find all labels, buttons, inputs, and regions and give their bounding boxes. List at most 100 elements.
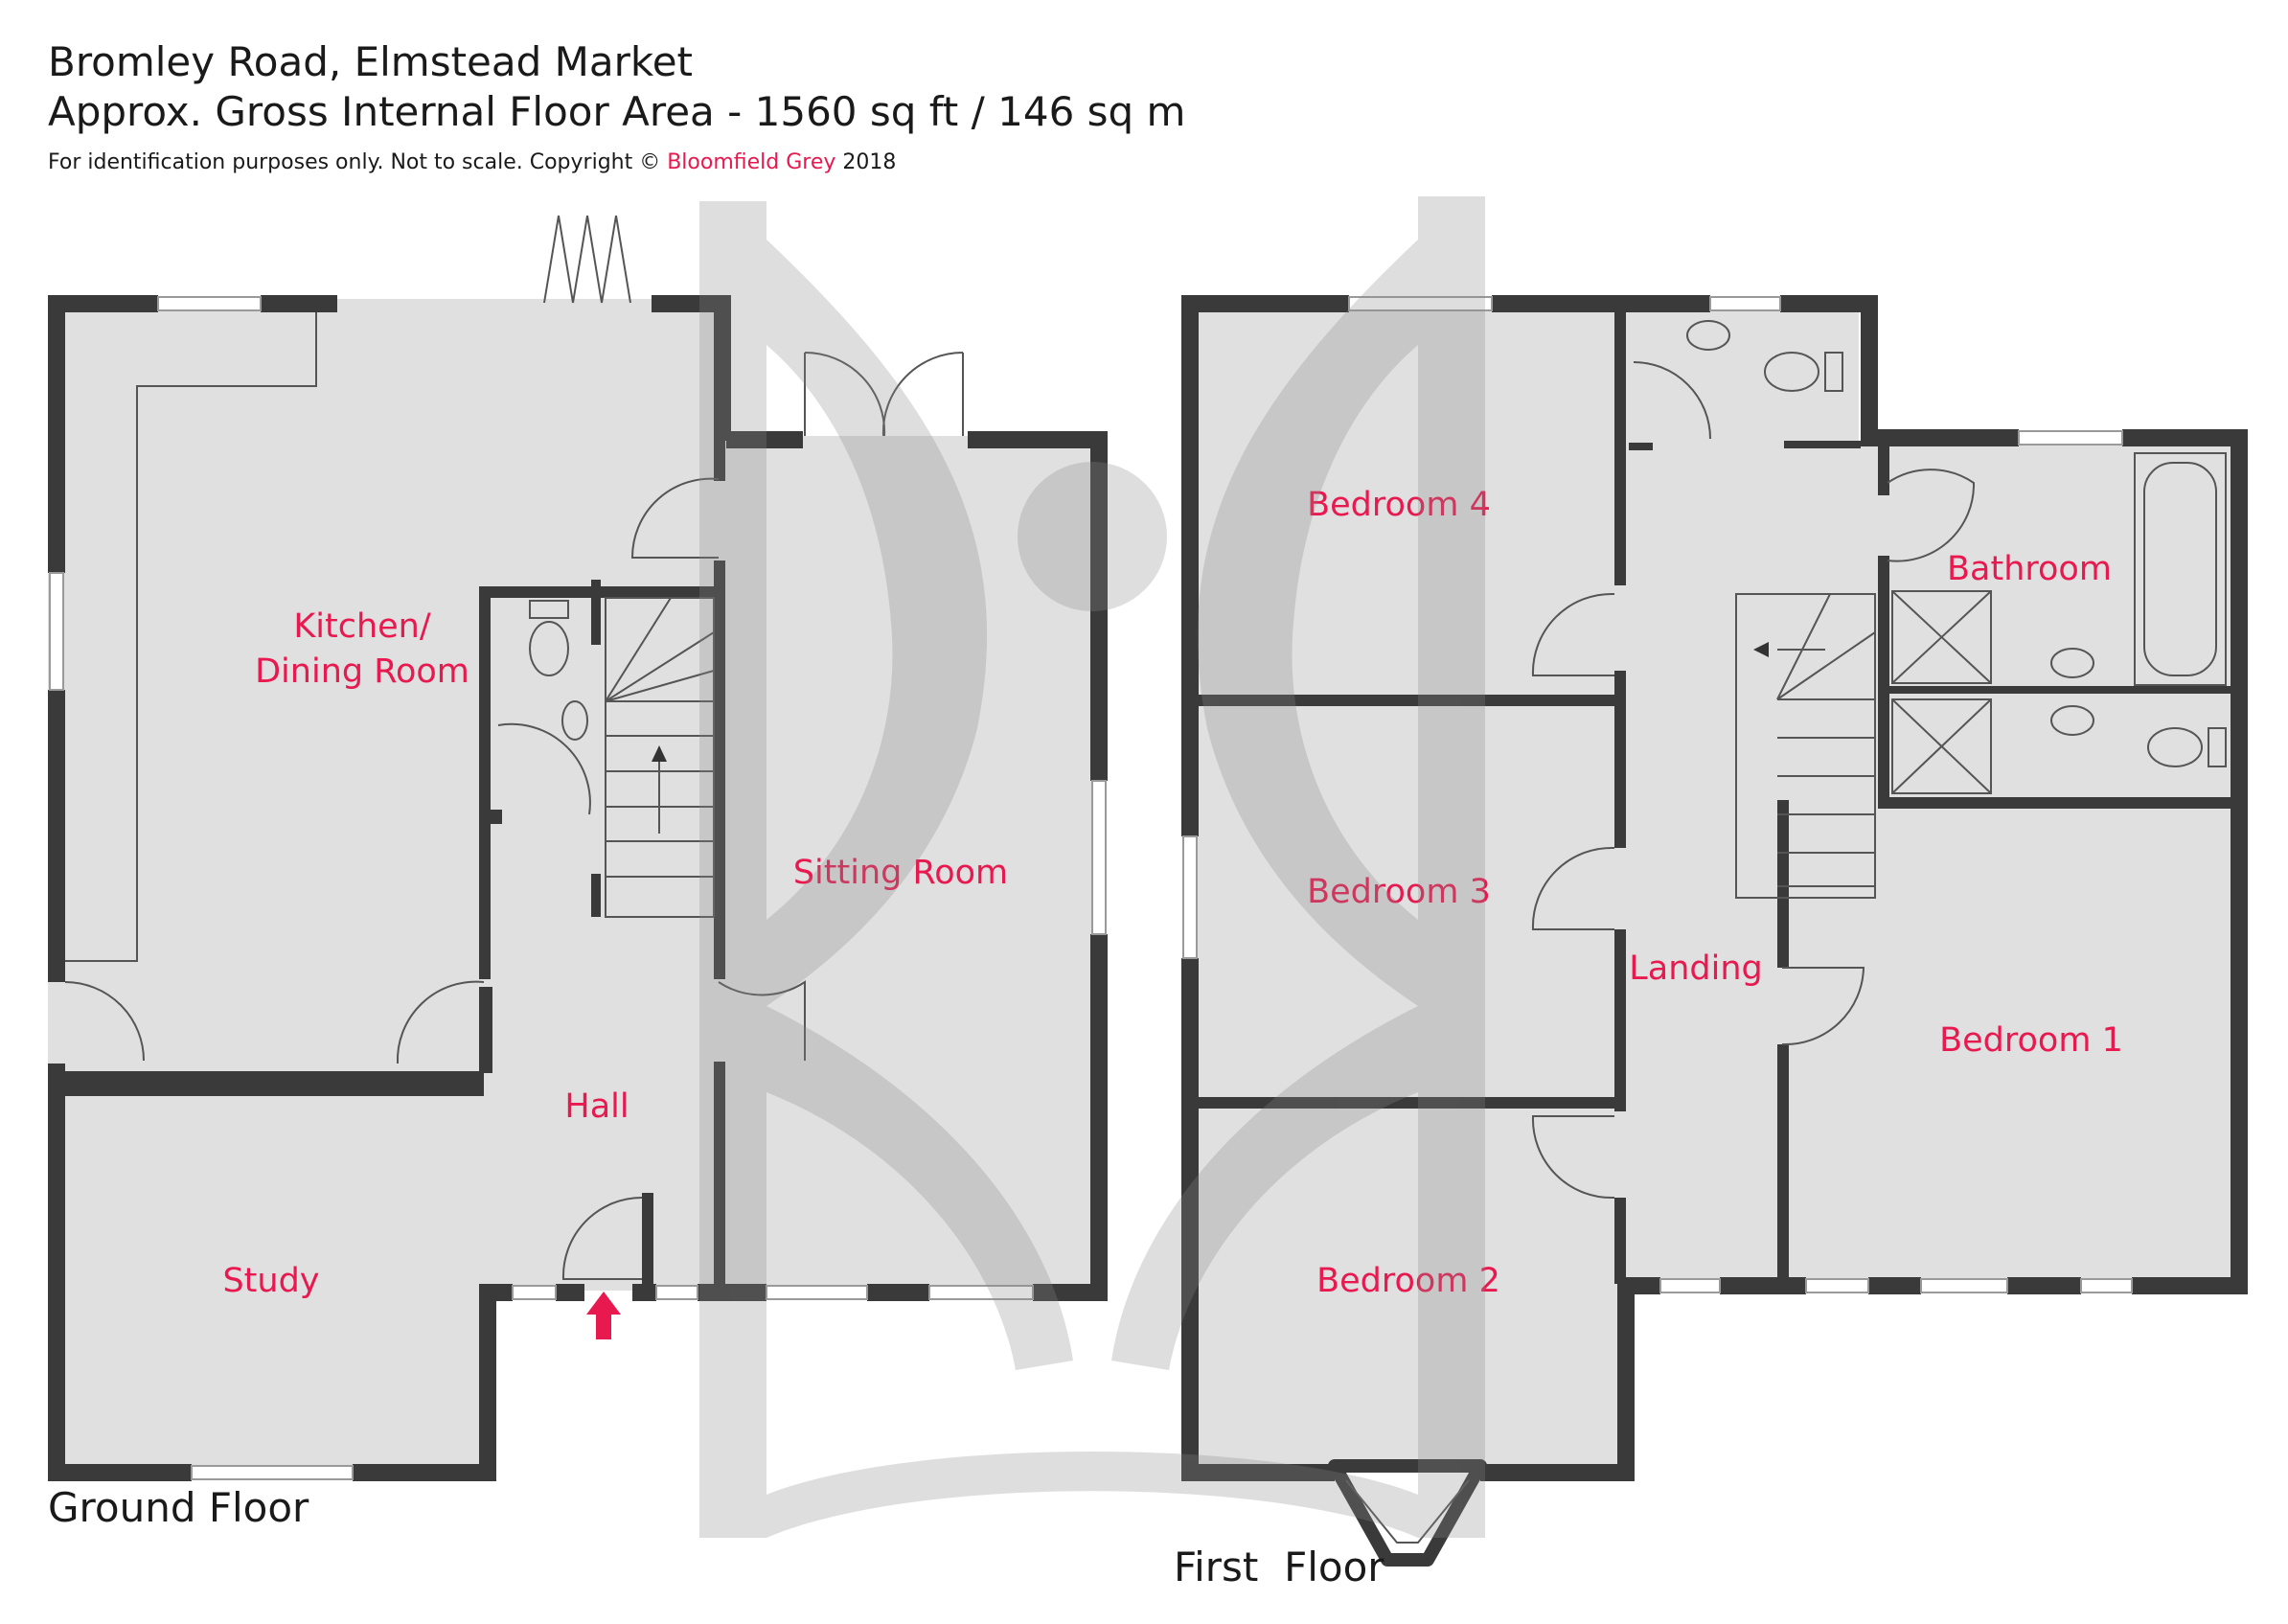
wall bbox=[1614, 1198, 1626, 1284]
bath-inner bbox=[2143, 462, 2217, 676]
wall bbox=[1878, 556, 1889, 807]
entrance-arrow-icon bbox=[586, 1292, 621, 1339]
toilet-icon bbox=[529, 600, 569, 619]
room-label-bedroom3: Bedroom 3 bbox=[1307, 873, 1491, 911]
wall bbox=[1614, 929, 1626, 1111]
stairs-arrow-icon bbox=[652, 745, 667, 762]
window bbox=[1182, 835, 1198, 959]
bathroom-floor bbox=[1782, 446, 2232, 814]
wall bbox=[1198, 1097, 1619, 1109]
wall bbox=[479, 1284, 513, 1301]
stair-outline bbox=[605, 597, 715, 918]
plan-area: Approx. Gross Internal Floor Area - 1560… bbox=[48, 88, 1185, 135]
wall bbox=[652, 295, 723, 312]
door-swing bbox=[1531, 846, 1615, 930]
window bbox=[49, 572, 64, 691]
door-swing bbox=[561, 1197, 643, 1280]
door-swing bbox=[1633, 361, 1711, 440]
wall bbox=[867, 1284, 929, 1301]
wall bbox=[48, 295, 158, 312]
room-label-sitting: Sitting Room bbox=[793, 854, 1008, 892]
stair-winder bbox=[1776, 631, 1876, 700]
stair-winder bbox=[605, 670, 715, 702]
brand-name: Bloomfield Grey bbox=[667, 150, 836, 174]
hall-floor bbox=[484, 589, 719, 1291]
ground-stairs bbox=[605, 597, 715, 918]
door-swing bbox=[1531, 592, 1615, 676]
wall bbox=[1090, 431, 1108, 781]
study-floor bbox=[48, 1094, 484, 1473]
wall bbox=[353, 1464, 496, 1481]
first-floor-stairs bbox=[1735, 593, 1876, 899]
door-swing bbox=[881, 351, 964, 437]
window bbox=[512, 1285, 557, 1300]
wall bbox=[1033, 1284, 1107, 1301]
bedroom4-floor bbox=[1198, 307, 1619, 699]
window bbox=[766, 1285, 868, 1300]
window bbox=[928, 1285, 1034, 1300]
wall bbox=[642, 1193, 653, 1289]
wall bbox=[591, 580, 601, 645]
wall bbox=[1181, 295, 1349, 312]
wall bbox=[261, 295, 337, 312]
wall bbox=[1198, 695, 1619, 706]
wall bbox=[1878, 797, 2232, 809]
room-label-hall: Hall bbox=[564, 1087, 629, 1126]
door-swing bbox=[1531, 1115, 1615, 1200]
shower-tray-line bbox=[1891, 698, 1992, 794]
wall bbox=[1181, 958, 1199, 1481]
toilet-icon bbox=[1824, 352, 1843, 392]
wall bbox=[1878, 443, 1889, 495]
wall bbox=[2132, 1277, 2247, 1294]
stair-outline bbox=[1735, 593, 1876, 899]
door-swing bbox=[718, 980, 806, 1061]
shower-icon bbox=[1891, 590, 1992, 684]
wall bbox=[714, 1062, 725, 1292]
wall bbox=[1614, 312, 1626, 585]
window bbox=[191, 1465, 354, 1480]
basin-icon bbox=[561, 700, 588, 741]
bay-window-glazing bbox=[1345, 1479, 1470, 1544]
window bbox=[1805, 1278, 1869, 1293]
room-label-bedroom2: Bedroom 2 bbox=[1316, 1262, 1500, 1300]
first-floor-plan: Bedroom 4 Bedroom 3 Bedroom 2 Bedroom 1 … bbox=[1174, 295, 2248, 1590]
door-swing bbox=[630, 477, 720, 559]
room-label-study: Study bbox=[222, 1262, 319, 1300]
door-swing bbox=[396, 980, 485, 1064]
room-label-kitchen-1: Kitchen/ bbox=[293, 607, 431, 646]
wall bbox=[591, 874, 601, 917]
copyright-year: 2018 bbox=[835, 150, 897, 174]
bedroom1-floor bbox=[1782, 800, 2232, 1293]
toilet-icon bbox=[2208, 727, 2227, 767]
door-swing bbox=[1781, 967, 1865, 1046]
room-label-kitchen-2: Dining Room bbox=[255, 652, 469, 691]
ground-floor-label: Ground Floor bbox=[48, 1484, 309, 1531]
wall bbox=[2231, 429, 2248, 1294]
ground-floor-plan: Kitchen/ Dining Room Sitting Room Hall S… bbox=[48, 215, 1108, 1531]
shower-icon bbox=[1891, 698, 1992, 794]
wall bbox=[2007, 1277, 2081, 1294]
shower-tray-line bbox=[1891, 590, 1992, 684]
wall bbox=[48, 690, 65, 982]
logo-watermark bbox=[699, 196, 1485, 1538]
wall bbox=[479, 1284, 496, 1481]
window bbox=[1659, 1278, 1721, 1293]
window bbox=[157, 296, 262, 311]
basin-icon bbox=[1686, 320, 1730, 351]
wall bbox=[1878, 686, 2232, 694]
door-swing bbox=[497, 722, 591, 815]
window bbox=[1709, 296, 1781, 311]
bedroom2-floor bbox=[1198, 1102, 1619, 1477]
landing-floor bbox=[1619, 307, 1782, 1293]
wall bbox=[714, 441, 725, 481]
window bbox=[1348, 296, 1493, 311]
toilet-bowl bbox=[1764, 352, 1819, 392]
wall bbox=[556, 1284, 584, 1301]
stair-winder bbox=[1776, 593, 1831, 700]
wall bbox=[1861, 295, 1878, 444]
wall bbox=[714, 560, 725, 979]
stairs-arrow-icon bbox=[1753, 642, 1769, 657]
wall bbox=[714, 295, 731, 441]
wall bbox=[48, 1071, 484, 1096]
